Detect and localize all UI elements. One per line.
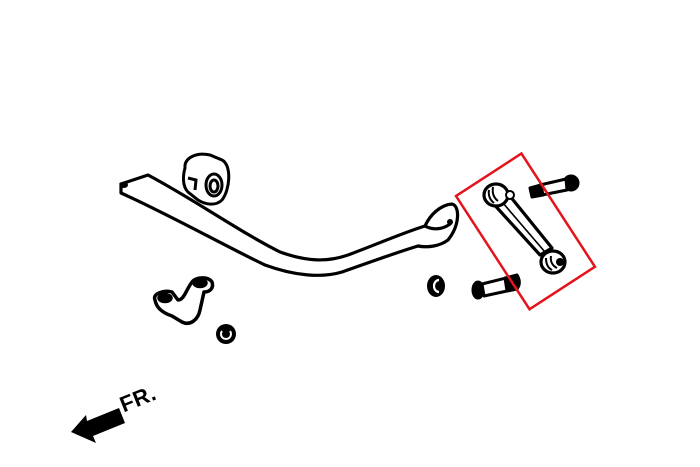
end-link [482, 182, 567, 275]
lower-bolt [471, 273, 521, 300]
link-nut [427, 275, 445, 297]
arrow-left-down-icon [71, 408, 125, 443]
highlight-box [454, 151, 597, 311]
sway-bar [119, 173, 460, 277]
bracket-nut [216, 324, 236, 344]
bushing [181, 152, 231, 206]
bracket [152, 276, 215, 325]
